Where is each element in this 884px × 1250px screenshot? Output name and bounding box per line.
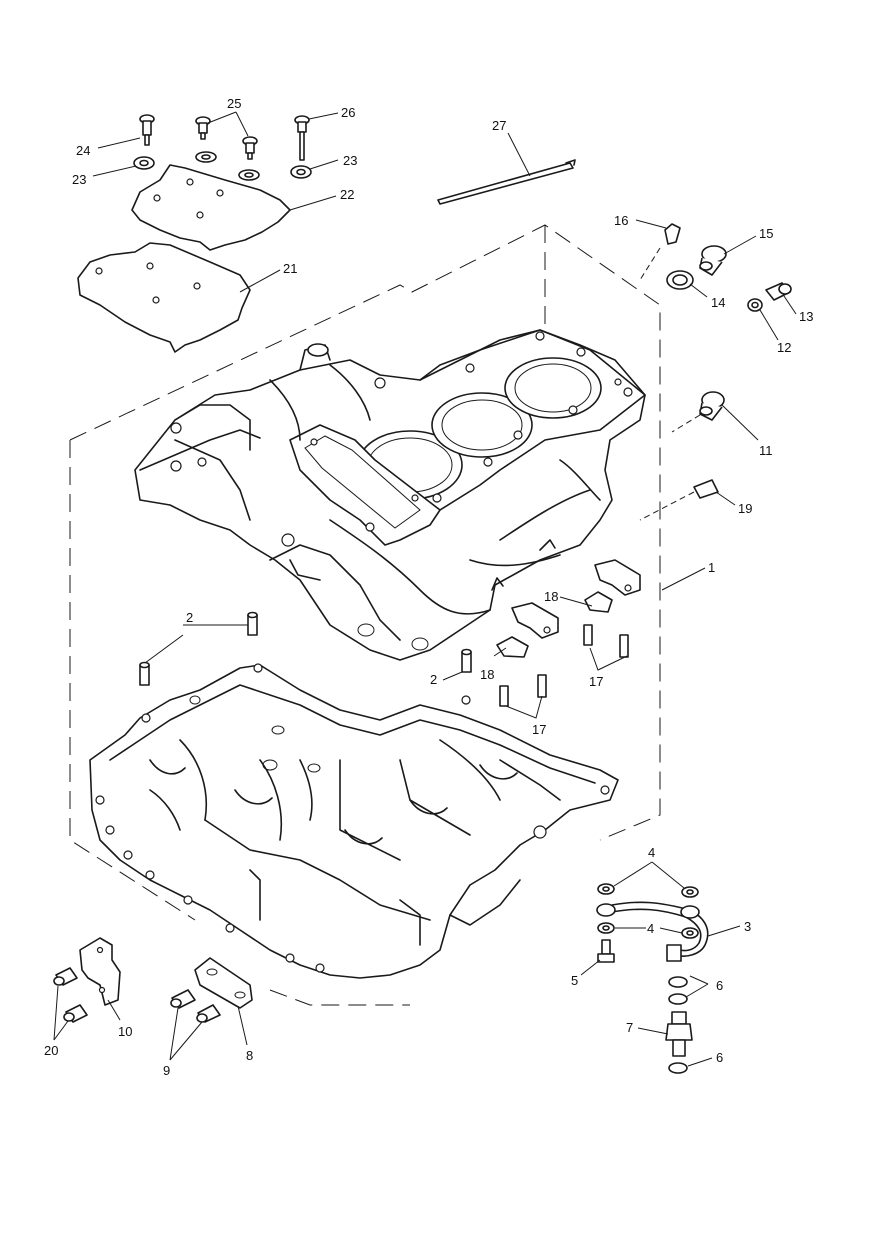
washers-4 xyxy=(597,883,699,939)
callout-8: 8 xyxy=(246,1048,253,1063)
callout-22: 22 xyxy=(340,187,354,202)
callout-4: 4 xyxy=(648,845,655,860)
callout-18: 18 xyxy=(480,667,494,682)
callout-14: 14 xyxy=(711,295,725,310)
callout-1: 1 xyxy=(708,560,715,575)
callout-4: 4 xyxy=(647,921,654,936)
lower-crankcase xyxy=(89,663,619,979)
bolts-17-right xyxy=(583,624,629,658)
callout-17: 17 xyxy=(532,722,546,737)
dowel-2-right xyxy=(461,648,472,673)
callout-15: 15 xyxy=(759,226,773,241)
oil-pipe-3 xyxy=(596,901,709,962)
callout-18: 18 xyxy=(544,589,558,604)
bolt-13 xyxy=(765,282,792,301)
callout-6: 6 xyxy=(716,1050,723,1065)
callout-17: 17 xyxy=(589,674,603,689)
dowel-2-left xyxy=(139,661,150,686)
screws-9 xyxy=(170,989,221,1023)
callout-11: 11 xyxy=(759,443,773,458)
callout-20: 20 xyxy=(44,1043,58,1058)
bolt-26 xyxy=(294,115,310,161)
cover-8 xyxy=(194,957,253,1009)
bearing-shell-18-right xyxy=(584,559,641,613)
screws-20 xyxy=(53,967,88,1023)
callout-2: 2 xyxy=(430,672,437,687)
callout-labels: 1 2 2 3 4 4 5 6 6 7 8 9 10 11 12 13 14 1… xyxy=(44,96,813,1078)
callout-3: 3 xyxy=(744,919,751,934)
callout-2: 2 xyxy=(186,610,193,625)
o-rings-6 xyxy=(668,976,688,1074)
rod-27 xyxy=(437,159,576,205)
leader-lines xyxy=(53,111,797,1067)
callout-9: 9 xyxy=(163,1063,170,1078)
callout-12: 12 xyxy=(777,340,791,355)
washer-23-left xyxy=(133,156,155,170)
dowel-2-mid xyxy=(247,611,258,636)
callout-10: 10 xyxy=(118,1024,132,1039)
callout-19: 19 xyxy=(738,501,752,516)
callout-6: 6 xyxy=(716,978,723,993)
seal-14 xyxy=(666,270,694,290)
callout-23: 23 xyxy=(72,172,86,187)
cover-plate-22 xyxy=(131,164,291,251)
callout-23: 23 xyxy=(343,153,357,168)
bolts-17-left xyxy=(499,674,547,707)
stud-19 xyxy=(693,479,719,499)
plug-11 xyxy=(699,391,725,421)
callout-25: 25 xyxy=(227,96,241,111)
cover-plate-21 xyxy=(77,242,251,353)
bracket-10 xyxy=(79,937,121,1006)
adaptor-7 xyxy=(665,1011,693,1057)
bolt-24 xyxy=(139,114,155,146)
callout-27: 27 xyxy=(492,118,506,133)
callout-21: 21 xyxy=(283,261,297,276)
bolt-25-left xyxy=(195,116,211,140)
assembly-boundary xyxy=(69,224,661,1006)
washer-12 xyxy=(747,298,763,312)
callout-5: 5 xyxy=(571,973,578,988)
plug-15 xyxy=(699,245,727,276)
bearing-shell-18-left xyxy=(496,602,559,658)
washer-23-right xyxy=(290,165,312,179)
callout-7: 7 xyxy=(626,1020,633,1035)
dowel-16 xyxy=(664,223,681,245)
callout-24: 24 xyxy=(76,143,90,158)
bolt-25-right xyxy=(242,136,258,160)
upper-crankcase xyxy=(134,329,646,661)
callout-26: 26 xyxy=(341,105,355,120)
callout-13: 13 xyxy=(799,309,813,324)
callout-16: 16 xyxy=(614,213,628,228)
bolt-5 xyxy=(597,939,615,963)
washer-25-right xyxy=(238,169,260,181)
washer-25-left xyxy=(195,151,217,163)
